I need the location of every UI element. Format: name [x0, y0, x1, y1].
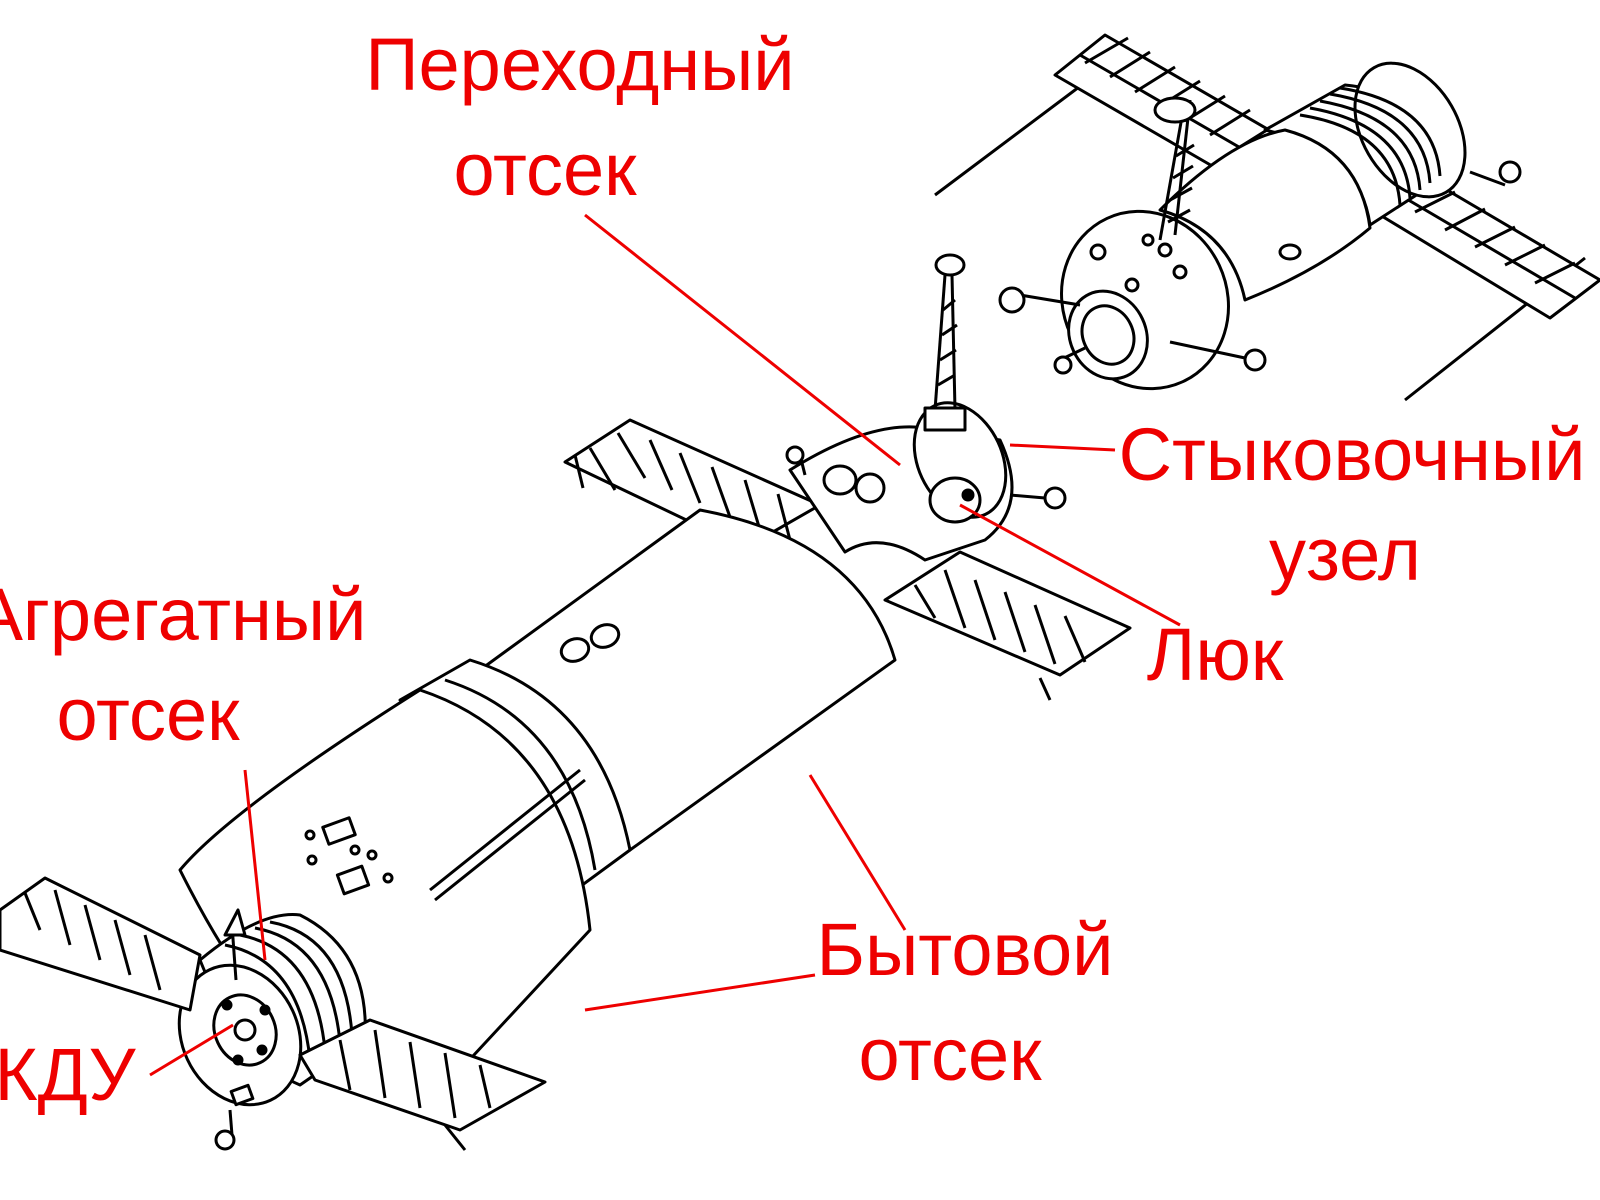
- leader-lines: [149, 213, 1181, 1077]
- station-solar-panel-bottom: [298, 1018, 547, 1151]
- salyut-station: [0, 253, 1132, 1151]
- label-service-line2: отсек: [56, 673, 240, 756]
- label-habitat-line2: отсек: [858, 1013, 1042, 1096]
- soyuz-descent-module: [1158, 128, 1372, 302]
- leader-service: [243, 769, 267, 961]
- label-transfer-line2: отсек: [453, 128, 637, 211]
- leader-habitat-a: [808, 774, 907, 931]
- label-habitat-line1: Бытовой: [817, 908, 1114, 991]
- hatch-circle: [928, 476, 982, 524]
- label-service-line1: Агрегатный: [0, 573, 366, 656]
- station-solar-panel-lower-right: [883, 550, 1132, 701]
- soyuz-orbital-module: [998, 160, 1522, 391]
- leader-docking: [1009, 443, 1116, 452]
- leader-engine: [149, 1023, 234, 1077]
- station-antenna: [923, 253, 967, 432]
- soyuz-solar-panel-right: [1378, 178, 1600, 320]
- soyuz-spacecraft: [934, 33, 1600, 402]
- labels: Переходный отсек Стыковочный узел Люк Аг…: [0, 23, 1585, 1116]
- label-engine: КДУ: [0, 1033, 137, 1116]
- habitat-compartment: [478, 508, 897, 852]
- engine-unit: [177, 908, 303, 1151]
- soyuz-antenna: [1153, 96, 1197, 241]
- label-docking-line1: Стыковочный: [1119, 413, 1586, 496]
- leader-transfer: [584, 213, 901, 467]
- station-solar-panel-lower-left: [0, 876, 202, 1012]
- label-transfer-line1: Переходный: [365, 23, 794, 106]
- label-hatch: Люк: [1147, 613, 1284, 696]
- label-docking-line2: узел: [1269, 513, 1421, 596]
- leader-habitat-b: [584, 973, 816, 1012]
- leader-hatch: [959, 503, 1181, 627]
